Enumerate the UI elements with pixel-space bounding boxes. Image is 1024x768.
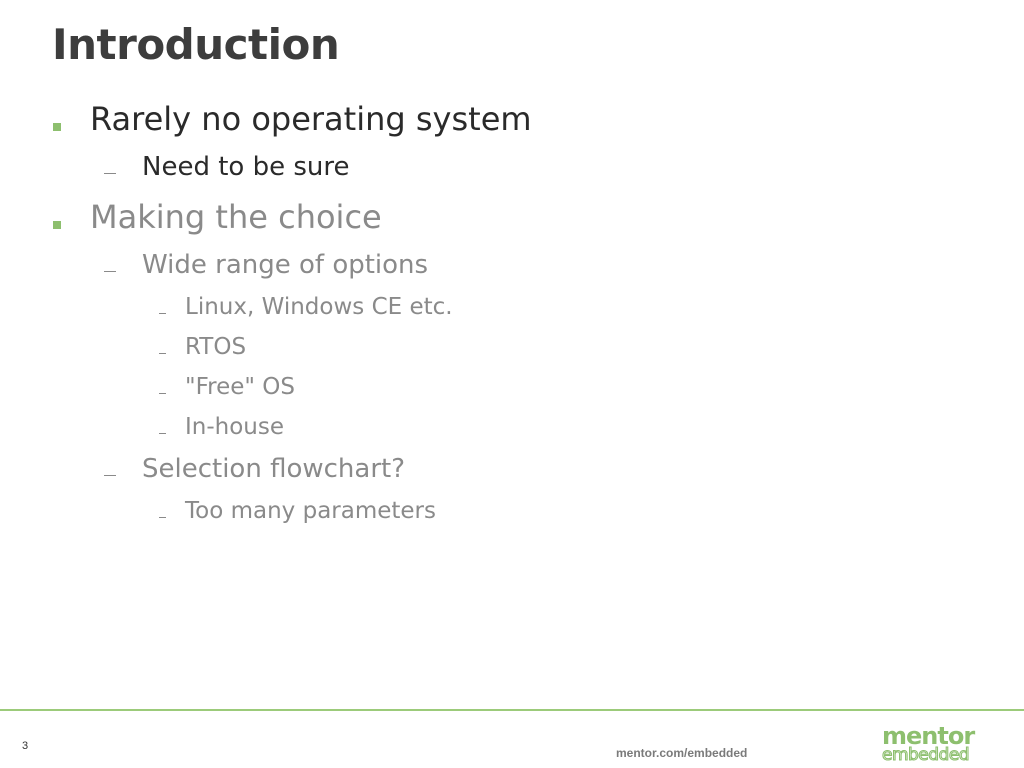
bullet-item-level-2: Need to be sure [142,152,350,182]
square-bullet-icon [53,221,61,229]
mentor-embedded-logo-icon: mentor embedded [881,722,976,764]
bullet-item-level-3: Linux, Windows CE etc. [185,294,453,320]
slide-title: Introduction [52,20,340,69]
page-number: 3 [22,740,29,752]
dash-bullet-icon [104,173,116,174]
dash-bullet-icon [159,393,166,394]
logo-text-top: mentor [882,722,975,750]
logo-text-bottom: embedded [882,745,969,764]
bullet-item-level-2: Selection flowchart? [142,454,406,484]
bullet-item-level-3: "Free" OS [185,374,295,400]
dash-bullet-icon [159,313,166,314]
footer-divider [0,709,1024,711]
bullet-item-level-3: Too many parameters [185,498,437,524]
dash-bullet-icon [104,271,116,272]
bullet-item-level-1: Making the choice [90,198,382,236]
dash-bullet-icon [104,475,116,476]
bullet-item-level-2: Wide range of options [142,250,429,280]
dash-bullet-icon [159,433,166,434]
bullet-item-level-1: Rarely no operating system [90,100,532,138]
footer-url: mentor.com/embedded [616,746,748,760]
square-bullet-icon [53,123,61,131]
dash-bullet-icon [159,517,166,518]
dash-bullet-icon [159,353,166,354]
bullet-item-level-3: RTOS [185,334,247,360]
bullet-item-level-3: In-house [185,414,285,440]
